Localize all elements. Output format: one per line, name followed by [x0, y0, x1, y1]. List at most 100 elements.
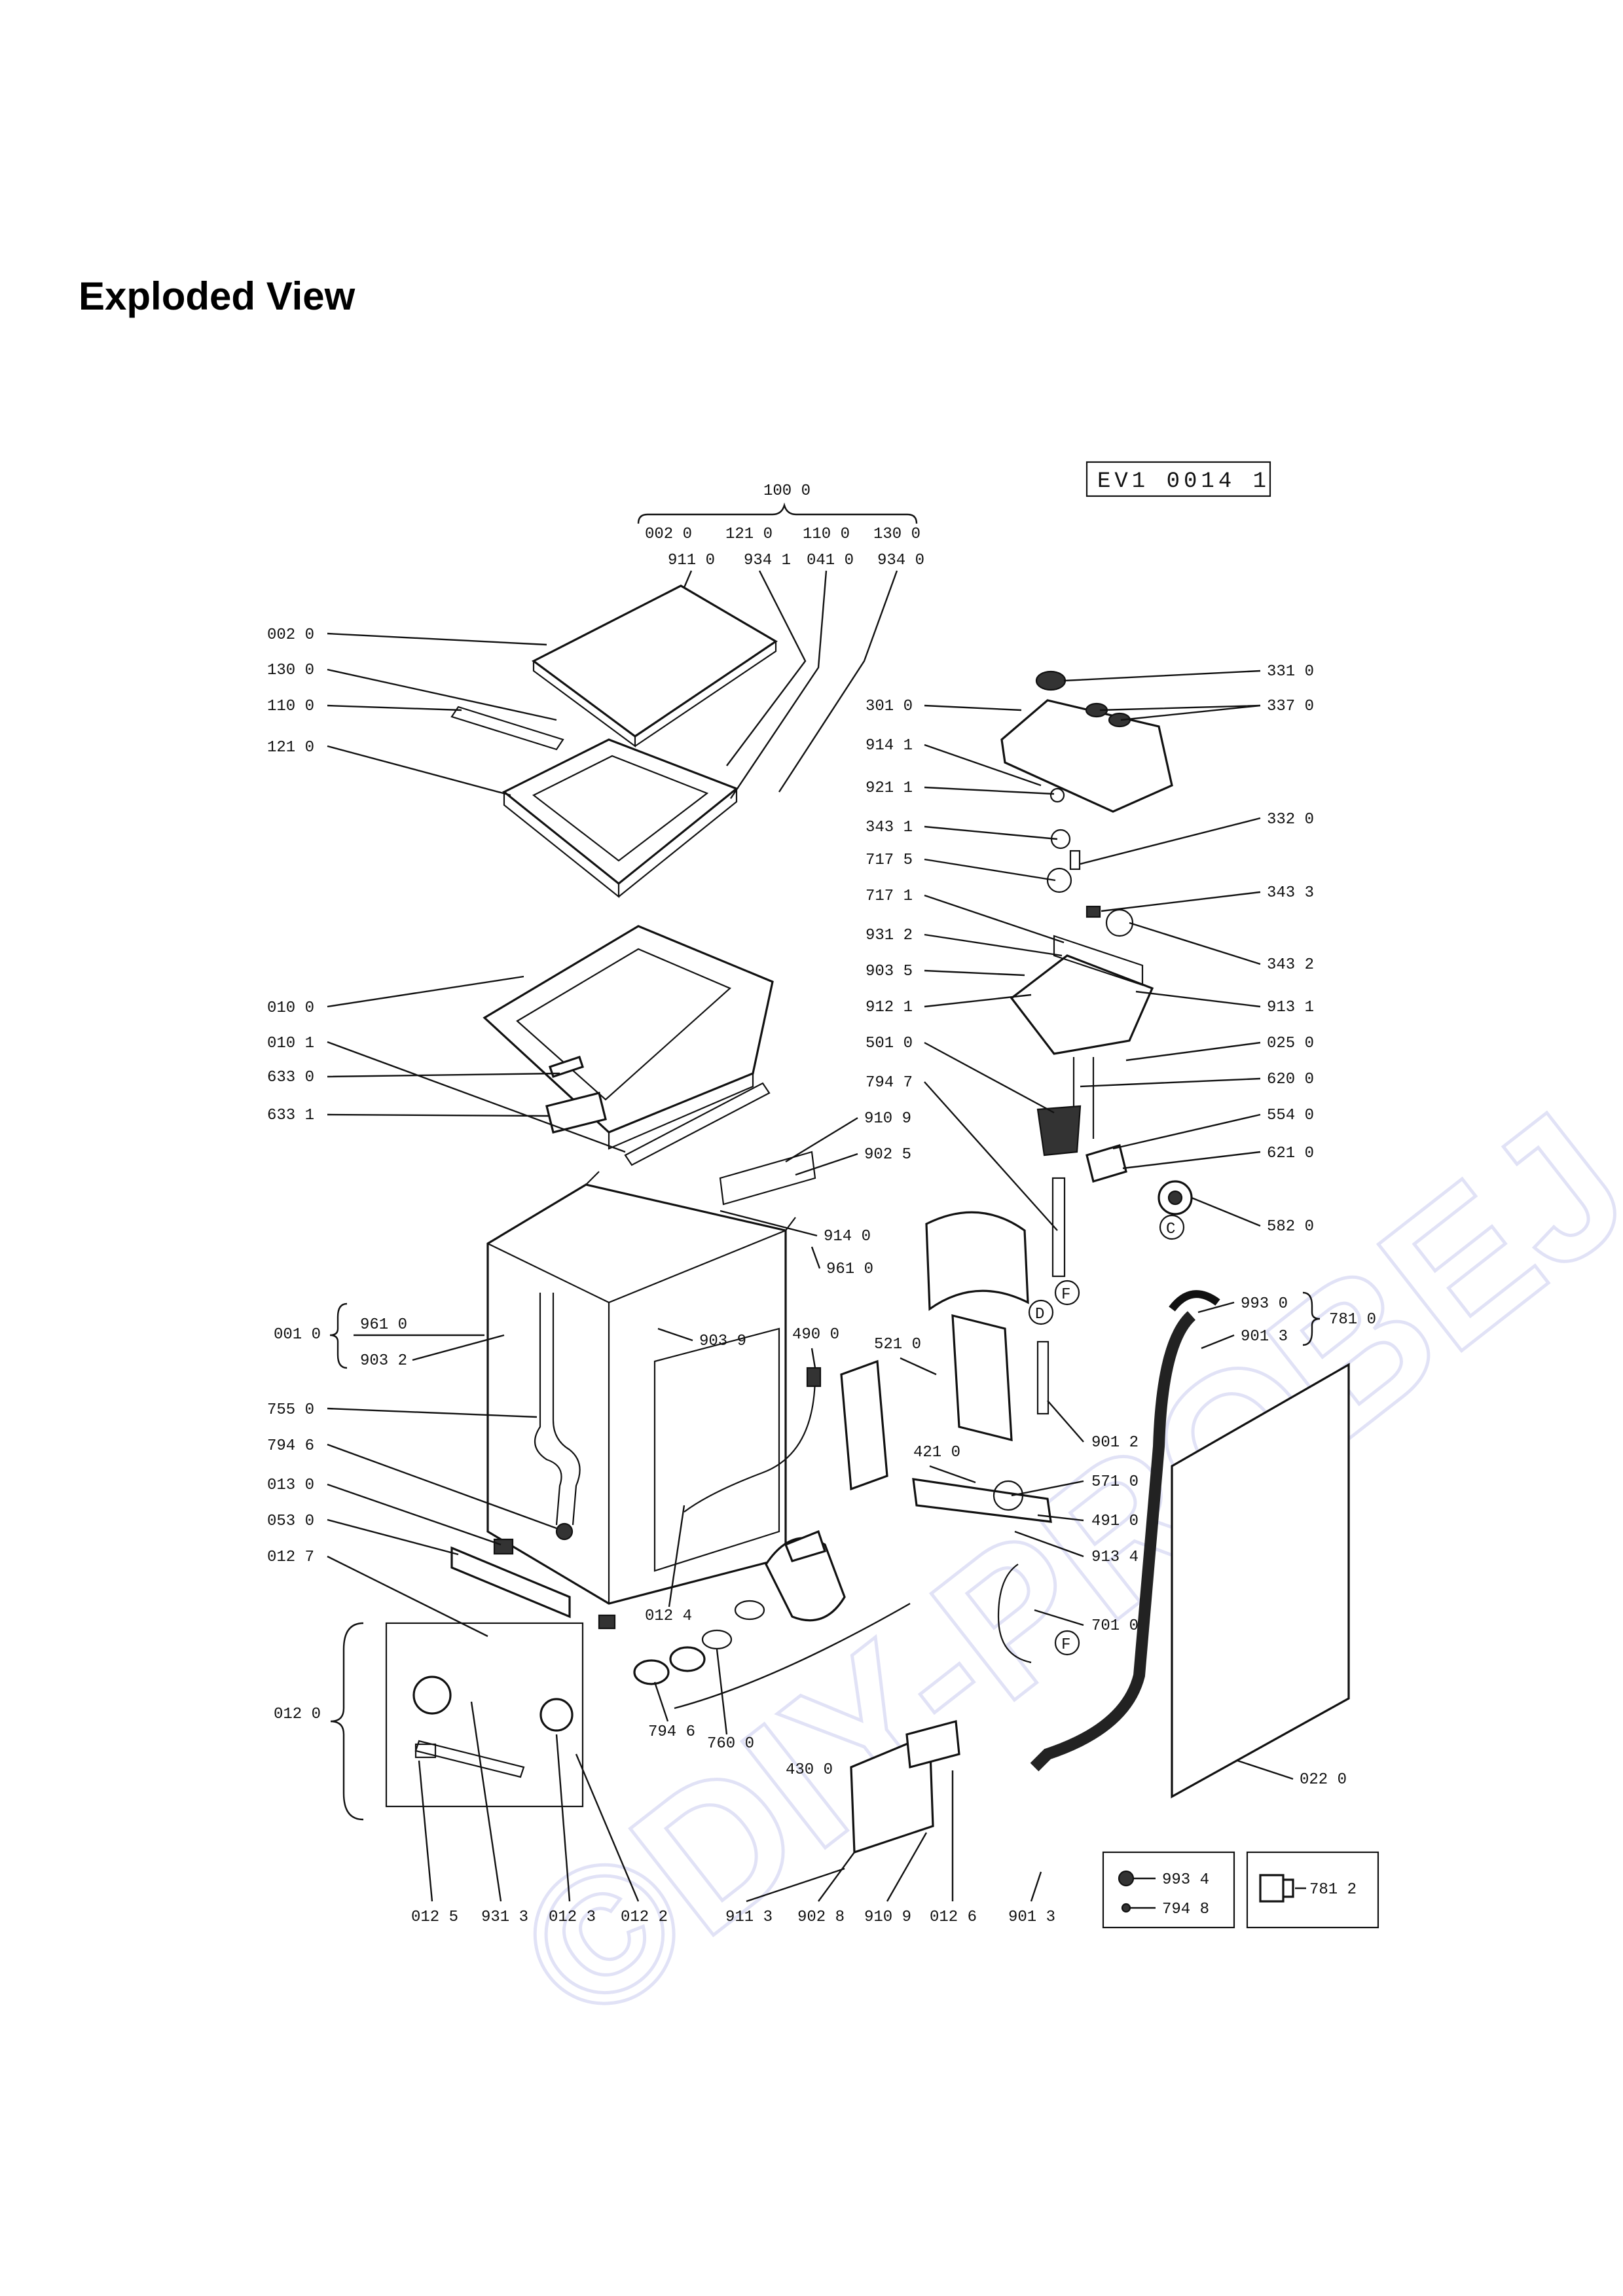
- top-brace: [637, 502, 918, 524]
- legend-code: 993 4: [1162, 1871, 1209, 1889]
- reference-box: [1085, 461, 1271, 497]
- harness-wire: [1072, 1057, 1095, 1139]
- power-plug: [806, 1367, 822, 1388]
- part-label: 760 0: [707, 1735, 754, 1753]
- lid-frame-window: [532, 755, 709, 862]
- hose-hook: [1169, 1290, 1220, 1312]
- part-label: 633 1: [267, 1107, 314, 1124]
- inner-lid-window: [516, 948, 732, 1101]
- part-label: 901 3: [1008, 1909, 1055, 1926]
- foot-pad: [493, 1538, 514, 1555]
- lid-frame: [502, 738, 739, 886]
- group-label-pump: 430 0: [786, 1761, 833, 1779]
- part-label: 903 5: [866, 963, 913, 980]
- top-row-label: 121 0: [725, 526, 773, 543]
- group-label-top: 100 0: [763, 482, 811, 500]
- circuit-board: [1010, 954, 1154, 1055]
- left-labels: 002 0 130 0 110 0 121 0 010 0 010 1 633 …: [267, 626, 626, 1638]
- control-panel-cover: [1000, 699, 1173, 813]
- cabinet-edges: [487, 1229, 786, 1604]
- cabinet-sub-label: 961 0: [360, 1316, 407, 1334]
- second-row-label: 934 1: [744, 552, 791, 569]
- part-label: 501 0: [866, 1035, 913, 1052]
- drain-hose: [1030, 1311, 1196, 1772]
- second-row-label: 934 0: [877, 552, 924, 569]
- drain-sub-leaders: [1197, 1301, 1235, 1350]
- marker-letter: F: [1061, 1636, 1070, 1654]
- inner-lid-strip: [624, 1082, 771, 1166]
- marker-letter: F: [1061, 1286, 1070, 1304]
- part-label: 110 0: [267, 698, 314, 715]
- lever-wheel: [539, 1698, 574, 1732]
- leader-line: [682, 570, 693, 590]
- part-label: 331 0: [1267, 663, 1314, 681]
- drain-sub-label: 993 0: [1241, 1295, 1288, 1313]
- lid-edge: [532, 641, 777, 748]
- marker-circle: [1159, 1214, 1185, 1240]
- front-plinth: [450, 1546, 571, 1619]
- marker-letter: C: [1166, 1221, 1175, 1238]
- part-label: 910 9: [864, 1909, 911, 1926]
- part-label: 582 0: [1267, 1218, 1314, 1236]
- handle-bracket: [545, 1092, 607, 1134]
- selector-shaft: [1069, 850, 1081, 870]
- hose-connector-icon: [1259, 1874, 1294, 1903]
- electronics-module: [840, 1359, 888, 1491]
- pump-brace: [674, 1602, 911, 1710]
- part-label: 343 2: [1267, 956, 1314, 974]
- part-label: 343 1: [866, 819, 913, 836]
- cabinet-sub-leaders: [354, 1334, 505, 1361]
- part-label: 010 0: [267, 999, 314, 1017]
- foot-pad: [598, 1614, 616, 1630]
- part-label: 911 3: [725, 1909, 773, 1926]
- part-label: 921 1: [866, 780, 913, 797]
- reference-code: EV1 0014 1: [1097, 469, 1270, 494]
- drain-pump: [765, 1537, 846, 1622]
- control-knob: [1108, 712, 1131, 728]
- second-row-label: 041 0: [807, 552, 854, 569]
- screw-icon: [1121, 1903, 1131, 1913]
- part-label: 554 0: [1267, 1107, 1314, 1124]
- part-label: 491 0: [1091, 1513, 1139, 1530]
- part-label: 521 0: [874, 1336, 921, 1354]
- top-row-label: 002 0: [645, 526, 692, 543]
- valve-bracket: [912, 1478, 1052, 1523]
- part-label: 012 5: [411, 1909, 458, 1926]
- cabinet-body: [486, 1183, 787, 1605]
- part-label: 025 0: [1267, 1035, 1314, 1052]
- part-label: 901 2: [1091, 1434, 1139, 1452]
- part-label: 337 0: [1267, 698, 1314, 715]
- part-label: 620 0: [1267, 1071, 1314, 1088]
- marker-circle: [1054, 1630, 1080, 1656]
- part-label: 002 0: [267, 626, 314, 644]
- part-label: 022 0: [1300, 1771, 1347, 1789]
- part-label: 903 9: [699, 1333, 746, 1350]
- washer: [1049, 787, 1065, 803]
- right-labels: 331 0 337 0 301 0 914 1 921 1 343 1 332 …: [866, 663, 1314, 1236]
- part-label: 701 0: [1091, 1617, 1139, 1635]
- part-label: 012 7: [267, 1549, 314, 1566]
- marker-circle: [1054, 1280, 1080, 1306]
- part-label: 130 0: [267, 662, 314, 679]
- part-label: 912 1: [866, 999, 913, 1016]
- timer-motor: [1036, 1105, 1082, 1157]
- middle-labels: 910 9 902 5 914 0 961 0 903 9 490 0 521 …: [645, 1110, 1139, 1779]
- bottom-labels: 012 5 931 3 012 3 012 2 911 3 902 8 910 …: [411, 1701, 1347, 1926]
- top-row-label: 130 0: [873, 526, 921, 543]
- lever-arm: [414, 1740, 525, 1778]
- part-label: 012 6: [930, 1909, 977, 1926]
- part-label: 717 5: [866, 852, 913, 869]
- hinge-bar: [450, 706, 564, 751]
- part-label: 013 0: [267, 1477, 314, 1494]
- door-switch: [1085, 1143, 1127, 1183]
- part-label: 961 0: [826, 1261, 873, 1278]
- pressure-tube: [1051, 1177, 1066, 1278]
- drain-sub-label: 901 3: [1241, 1328, 1288, 1346]
- part-label: 121 0: [267, 739, 314, 757]
- second-row-label: 911 0: [668, 552, 715, 569]
- pressure-tube-lower: [1036, 1340, 1049, 1415]
- leader-line: [730, 570, 828, 799]
- part-label: 343 3: [1267, 884, 1314, 902]
- part-label: 621 0: [1267, 1145, 1314, 1162]
